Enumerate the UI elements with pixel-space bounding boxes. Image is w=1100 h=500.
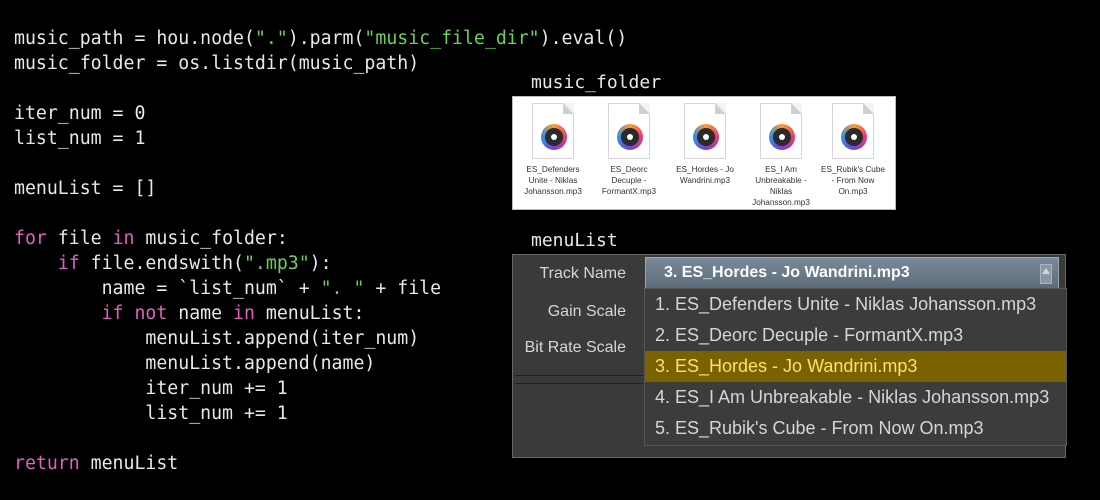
track-name-selected-value: 3. ES_Hordes - Jo Wandrini.mp3 xyxy=(664,264,910,281)
code-line-16: list_num += 1 xyxy=(14,401,627,426)
code-text: ).eval() xyxy=(539,28,628,49)
file-name: ES_Rubik's Cube - From Now On.mp3 xyxy=(821,165,885,196)
menu-option[interactable]: 5. ES_Rubik's Cube - From Now On.mp3 xyxy=(655,418,984,438)
music-file-icon xyxy=(832,103,874,159)
music-file-icon xyxy=(532,103,574,159)
music-folder-label: music_folder xyxy=(531,72,662,93)
code-text: iter_num = 0 xyxy=(14,103,146,124)
code-text: list_num += 1 xyxy=(145,403,288,424)
code-text: ).parm( xyxy=(287,28,365,49)
file-item[interactable]: ES_Hordes - Jo Wandrini.mp3 xyxy=(673,103,737,186)
code-string: ". " xyxy=(320,278,365,299)
menu-option[interactable]: 1. ES_Defenders Unite - Niklas Johansson… xyxy=(655,294,1037,314)
menu-list-label: menuList xyxy=(531,230,618,251)
file-name: ES_Hordes - Jo Wandrini.mp3 xyxy=(676,165,734,185)
track-name-dropdown: 1. ES_Defenders Unite - Niklas Johansson… xyxy=(644,288,1067,446)
code-text: music_folder = os.listdir(music_path) xyxy=(14,53,420,74)
code-string: "." xyxy=(254,28,288,49)
code-keyword: in xyxy=(233,303,255,324)
code-text: menuList xyxy=(79,453,179,474)
code-text: list_num = 1 xyxy=(14,128,146,149)
code-keyword: return xyxy=(14,453,80,474)
code-text: iter_num += 1 xyxy=(145,378,288,399)
parameter-panel: Track Name Gain Scale Bit Rate Scale 3. … xyxy=(512,254,1067,458)
divider xyxy=(515,375,643,376)
file-explorer: ES_Defenders Unite - Niklas Johansson.mp… xyxy=(512,96,896,210)
code-line-12: if not name in menuList: xyxy=(14,301,627,326)
bit-rate-scale-label: Bit Rate Scale xyxy=(524,339,626,356)
file-name: ES_Deorc Decuple - FormantX.mp3 xyxy=(601,165,657,196)
code-text: menuList: xyxy=(254,303,365,324)
gain-scale-label: Gain Scale xyxy=(547,303,626,320)
code-text: menuList.append(iter_num) xyxy=(145,328,420,349)
file-item[interactable]: ES_Defenders Unite - Niklas Johansson.mp… xyxy=(521,103,585,197)
code-text: music_folder: xyxy=(134,228,288,249)
code-line-13: menuList.append(iter_num) xyxy=(14,326,627,351)
code-text: name = `list_num` + xyxy=(101,278,321,299)
code-text: menuList.append(name) xyxy=(145,353,376,374)
menu-option[interactable]: 2. ES_Deorc Decuple - FormantX.mp3 xyxy=(655,325,964,345)
code-line-14: menuList.append(name) xyxy=(14,351,627,376)
code-line-7: menuList = [] xyxy=(14,176,627,201)
menu-option[interactable]: 4. ES_I Am Unbreakable - Niklas Johansso… xyxy=(655,387,1050,407)
code-text: file xyxy=(46,228,113,249)
music-file-icon xyxy=(684,103,726,159)
music-file-icon xyxy=(608,103,650,159)
code-line-5: list_num = 1 xyxy=(14,126,627,151)
code-text: + file xyxy=(364,278,442,299)
code-text: name xyxy=(167,303,234,324)
code-text: menuList = [] xyxy=(14,178,157,199)
code-keyword: if xyxy=(101,303,124,324)
divider xyxy=(515,383,643,384)
code-keyword: not xyxy=(134,303,168,324)
file-item[interactable]: ES_Rubik's Cube - From Now On.mp3 xyxy=(821,103,885,197)
code-line-11: name = `list_num` + ". " + file xyxy=(14,276,627,301)
code-string: "music_file_dir" xyxy=(364,28,540,49)
track-name-label: Track Name xyxy=(539,265,626,282)
code-block: music_path = hou.node(".").parm("music_f… xyxy=(14,26,627,476)
code-text: music_path = hou.node( xyxy=(14,28,255,49)
music-file-icon xyxy=(760,103,802,159)
code-line-2: music_folder = os.listdir(music_path) xyxy=(14,51,627,76)
code-keyword: for xyxy=(14,228,47,249)
code-text: ): xyxy=(309,253,332,274)
code-text: file.endswith( xyxy=(79,253,244,274)
code-line-1: music_path = hou.node(".").parm("music_f… xyxy=(14,26,627,51)
track-name-menu[interactable]: 3. ES_Hordes - Jo Wandrini.mp3 xyxy=(645,257,1059,289)
code-line-10: if file.endswith(".mp3"): xyxy=(14,251,627,276)
code-line-9: for file in music_folder: xyxy=(14,226,627,251)
menu-option-selected[interactable]: 3. ES_Hordes - Jo Wandrini.mp3 xyxy=(645,351,1066,382)
code-line-15: iter_num += 1 xyxy=(14,376,627,401)
file-name: ES_I Am Unbreakable - Niklas Johansson.m… xyxy=(752,165,810,207)
code-keyword: in xyxy=(112,228,135,249)
file-item[interactable]: ES_I Am Unbreakable - Niklas Johansson.m… xyxy=(749,103,813,208)
code-line-18: return menuList xyxy=(14,451,627,476)
code-keyword: if xyxy=(57,253,80,274)
file-item[interactable]: ES_Deorc Decuple - FormantX.mp3 xyxy=(597,103,661,197)
code-line-4: iter_num = 0 xyxy=(14,101,627,126)
file-name: ES_Defenders Unite - Niklas Johansson.mp… xyxy=(524,165,582,196)
menu-arrow-icon[interactable] xyxy=(1040,264,1052,284)
code-string: ".mp3" xyxy=(243,253,310,274)
